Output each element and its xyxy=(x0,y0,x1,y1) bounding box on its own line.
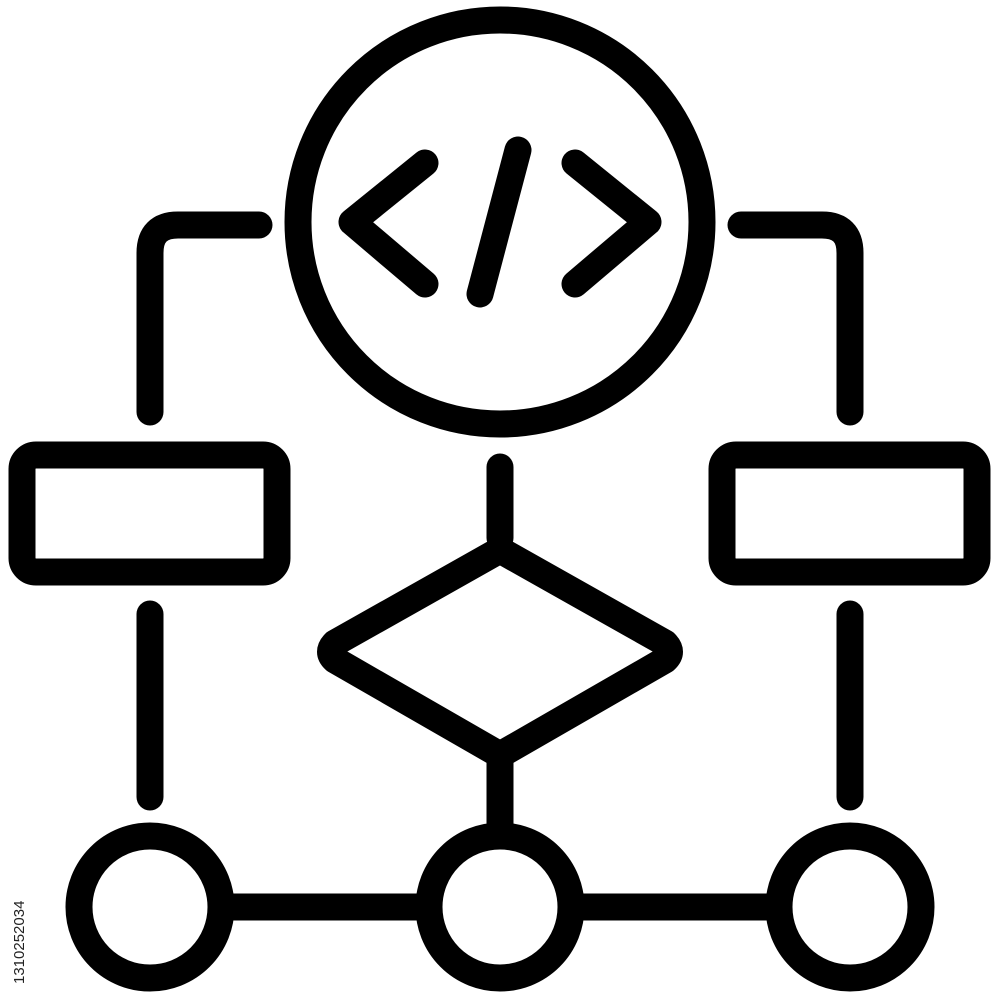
right-elbow-connector xyxy=(727,211,864,426)
stock-id-label: 1310252034 xyxy=(12,758,28,984)
code-left-bracket xyxy=(338,149,439,298)
code-circle xyxy=(284,6,716,438)
decision-diamond xyxy=(317,536,683,769)
code-slash xyxy=(466,136,532,308)
right-process-box xyxy=(708,441,991,586)
code-right-bracket xyxy=(561,149,662,298)
left-elbow-connector xyxy=(136,211,273,426)
left-node-circle xyxy=(65,822,235,992)
flowchart-strokes xyxy=(8,6,991,992)
stock-id-text: 1310252034 xyxy=(12,900,28,984)
left-process-box xyxy=(8,441,291,586)
center-node-circle xyxy=(415,822,585,992)
right-node-circle xyxy=(765,822,935,992)
